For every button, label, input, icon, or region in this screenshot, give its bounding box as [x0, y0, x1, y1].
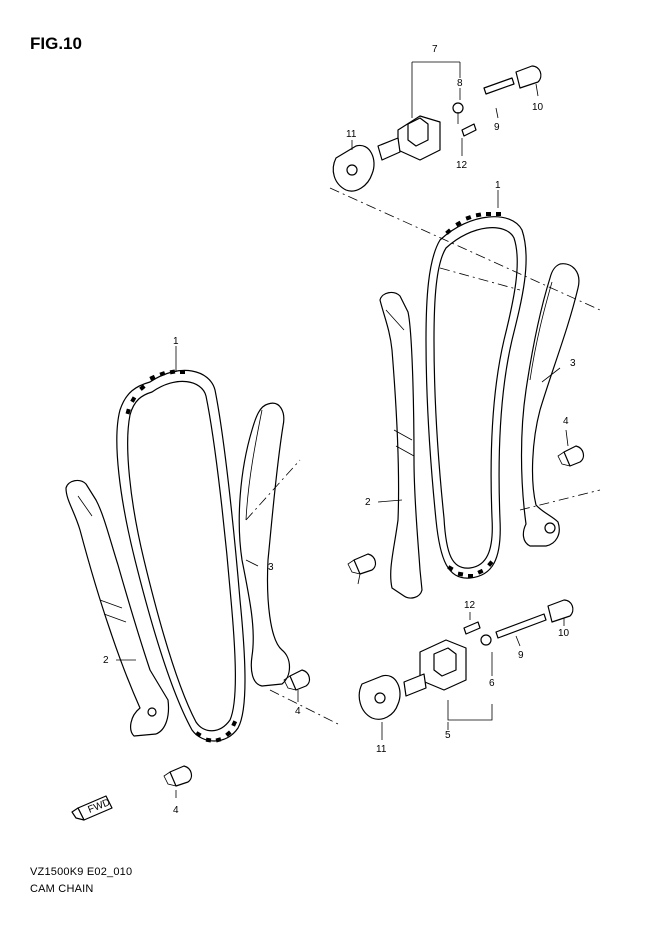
- bolt-right-guide: [347, 553, 377, 575]
- leader-lines: [116, 61, 569, 798]
- callout-4-left-upper: 4: [295, 706, 301, 717]
- cam-chain-left: [116, 369, 246, 743]
- callout-9-bottom: 9: [518, 650, 524, 661]
- alignment-line-right: [329, 187, 601, 511]
- chain-guide-right: [520, 263, 580, 547]
- callout-3-right: 3: [570, 358, 576, 369]
- chain-tensioner-left: [65, 479, 170, 737]
- gasket-top: [332, 144, 375, 192]
- cam-chain-right: [425, 212, 527, 579]
- bolt-right-tensioner: [557, 445, 585, 467]
- callout-11-bottom: 11: [376, 744, 387, 755]
- callout-10-bottom: 10: [558, 628, 570, 639]
- callout-12-top: 12: [456, 160, 468, 171]
- tensioner-adjuster-bottom: [403, 599, 574, 697]
- forward-direction-badge: FWD: [71, 795, 113, 821]
- callout-1-left: 1: [173, 336, 179, 347]
- callout-2-left: 2: [103, 655, 109, 666]
- chain-guide-left: [238, 402, 291, 687]
- bolt-left-tensioner: [283, 669, 311, 691]
- callout-8: 8: [457, 78, 463, 89]
- callout-1-right: 1: [495, 180, 501, 191]
- callout-6: 6: [489, 678, 495, 689]
- callout-9-top: 9: [494, 122, 500, 133]
- callout-12-bottom: 12: [464, 600, 476, 611]
- tensioner-adjuster-top: [377, 65, 542, 161]
- bolt-left-guide: [163, 765, 193, 787]
- figure-title: FIG.10: [30, 34, 82, 53]
- callout-10-top: 10: [532, 102, 544, 113]
- part-callouts: 1 1 2 2 3 3 4 4 4 5 6 7 8 9 9 10 10 11 1…: [103, 44, 576, 816]
- gasket-bottom: [358, 674, 401, 720]
- alignment-line-left: [245, 459, 341, 726]
- figure-code: VZ1500K9 E02_010: [30, 866, 133, 878]
- callout-3-left: 3: [268, 562, 274, 573]
- figure-name: CAM CHAIN: [30, 883, 94, 895]
- callout-7: 7: [432, 44, 438, 55]
- callout-4-right: 4: [563, 416, 569, 427]
- callout-11-top: 11: [346, 129, 357, 140]
- callout-4-left-lower: 4: [173, 805, 179, 816]
- chain-tensioner-right: [379, 291, 423, 599]
- callout-5: 5: [445, 730, 451, 741]
- callout-2-right: 2: [365, 497, 371, 508]
